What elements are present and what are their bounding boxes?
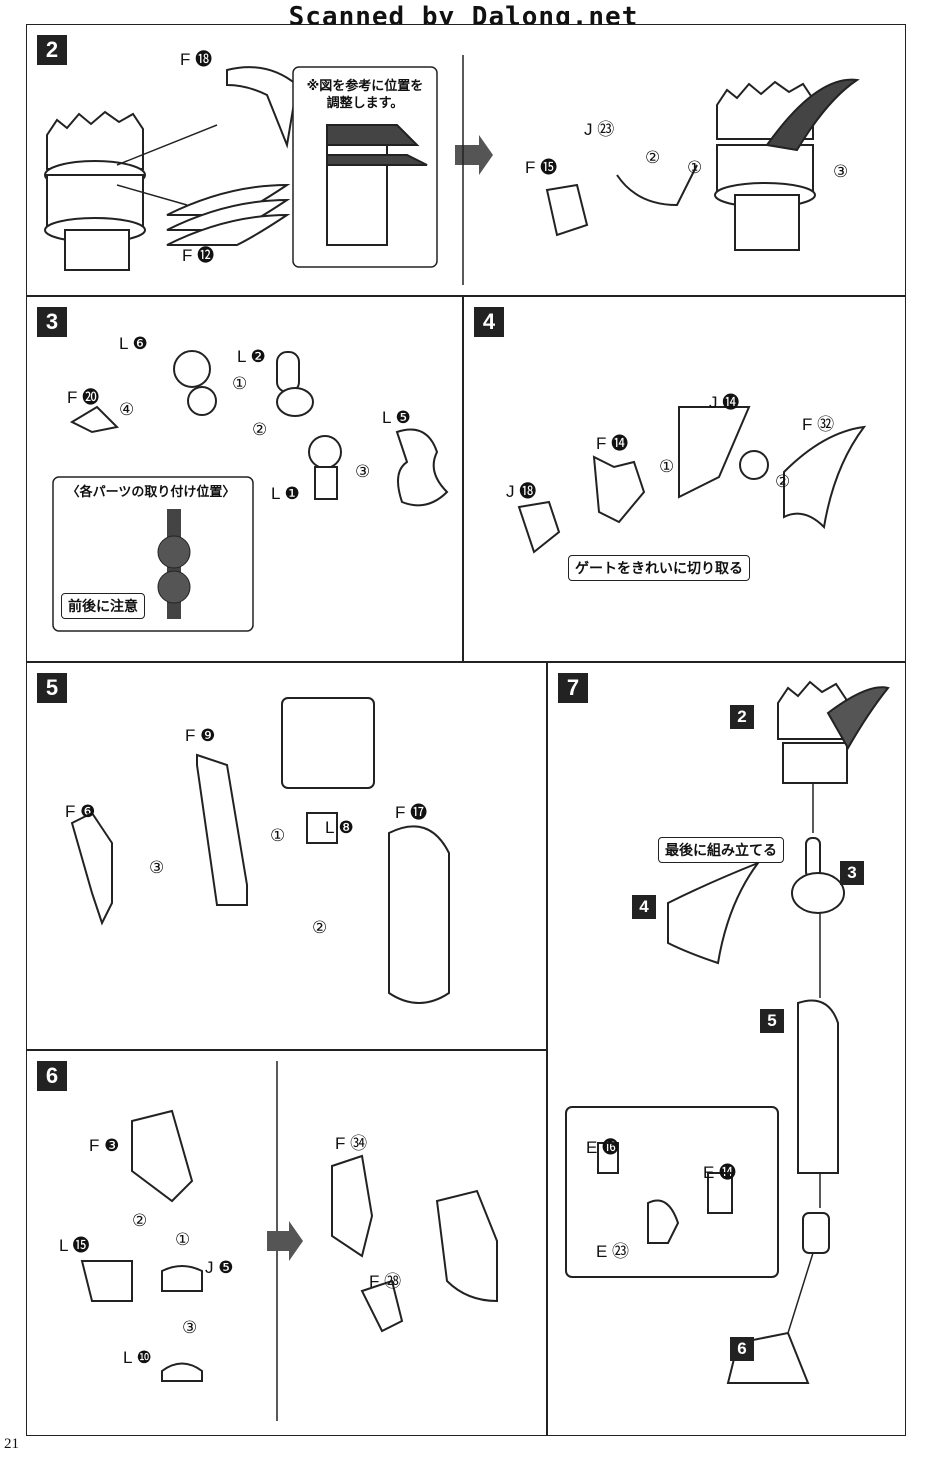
- svg-text:③: ③: [355, 462, 370, 481]
- svg-text:J ⓲: J ⓲: [506, 482, 536, 501]
- step-7-panel: 7 E ⓰ E ⓮ E ㉓ 最後に組み立てる 2 3 4 5 6: [547, 662, 906, 1436]
- ref-step-4: 4: [632, 895, 656, 919]
- svg-text:J ⓮: J ⓮: [709, 393, 739, 412]
- step-4-illustration: J ⓮ F ㉜ F ⓮ J ⓲ ① ②: [506, 393, 867, 554]
- part-label: F ⓯: [525, 158, 557, 177]
- svg-text:F ㉞: F ㉞: [335, 1134, 367, 1153]
- svg-text:③: ③: [182, 1318, 197, 1337]
- svg-text:①: ①: [659, 457, 674, 476]
- svg-text:②: ②: [132, 1211, 147, 1230]
- step-7-illustration: E ⓰ E ⓮ E ㉓: [565, 680, 890, 1384]
- svg-text:L ❽: L ❽: [325, 818, 354, 837]
- svg-text:J ❺: J ❺: [205, 1258, 233, 1277]
- svg-text:②: ②: [312, 918, 327, 937]
- ref-step-5: 5: [760, 1009, 784, 1033]
- svg-text:①: ①: [687, 158, 702, 177]
- svg-text:L ❿: L ❿: [123, 1348, 152, 1367]
- svg-text:L ❺: L ❺: [382, 408, 411, 427]
- svg-text:L ⓯: L ⓯: [59, 1236, 90, 1255]
- step-4-panel: 4 J ⓮ F ㉜ F ⓮ J ⓲ ① ② ゲートをきれいに切り取る: [463, 296, 906, 662]
- part-label: F ⓬: [182, 246, 214, 265]
- svg-text:L ❻: L ❻: [119, 334, 148, 353]
- svg-text:L ❷: L ❷: [237, 347, 266, 366]
- svg-text:③: ③: [833, 162, 848, 181]
- svg-text:①: ①: [175, 1230, 190, 1249]
- step-6-panel: 6 F ❸ L ⓯ J ❺ L ❿ F ㉞ F ㉘ ② ① ③: [26, 1050, 547, 1436]
- svg-text:③: ③: [149, 858, 164, 877]
- ref-step-3: 3: [840, 861, 864, 885]
- part-label: J ㉓: [584, 120, 614, 139]
- callout-title: 〈各パーツの取り付け位置〉: [66, 484, 236, 499]
- step-number: 3: [37, 307, 67, 337]
- assemble-last-tag: 最後に組み立てる: [658, 837, 784, 863]
- svg-text:④: ④: [119, 400, 134, 419]
- svg-text:E ⓮: E ⓮: [703, 1163, 736, 1182]
- ref-step-6: 6: [730, 1337, 754, 1361]
- callout-tag: 前後に注意: [61, 593, 145, 619]
- svg-text:②: ②: [775, 472, 790, 491]
- svg-text:F ⓴: F ⓴: [67, 388, 99, 407]
- svg-text:E ㉓: E ㉓: [596, 1242, 629, 1261]
- part-label: F ⓲: [180, 50, 212, 69]
- step-2-panel: 2 F ⓲ F ⓬: [26, 24, 906, 296]
- step-5-illustration: F ❾ F ❻ L ❽ F ⓱ ① ③ ②: [65, 697, 450, 1004]
- svg-text:F ⓱: F ⓱: [395, 803, 427, 822]
- svg-text:E ⓰: E ⓰: [586, 1138, 619, 1157]
- svg-text:F ⓮: F ⓮: [596, 434, 628, 453]
- step-6-illustration: F ❸ L ⓯ J ❺ L ❿ F ㉞ F ㉘ ② ① ③: [59, 1061, 498, 1421]
- step-2-illustration: F ⓲ F ⓬ J ㉓ F ⓯ ② ① ③: [44, 50, 860, 285]
- step-number: 2: [37, 35, 67, 65]
- gate-note-tag: ゲートをきれいに切り取る: [568, 555, 750, 581]
- svg-text:②: ②: [252, 420, 267, 439]
- step-2-note: ※図を参考に位置を調整します。: [306, 78, 424, 110]
- svg-text:F ❾: F ❾: [185, 726, 215, 745]
- step-3-panel: 3 L ❻ L ❷ F ⓴ L ❺ L ❶ ① ② ④ ③ 〈各パーツの取り付け…: [26, 296, 463, 662]
- step-number: 5: [37, 673, 67, 703]
- svg-text:F ㉘: F ㉘: [369, 1272, 401, 1291]
- step-3-illustration: L ❻ L ❷ F ⓴ L ❺ L ❶ ① ② ④ ③: [52, 334, 449, 632]
- svg-text:F ❻: F ❻: [65, 802, 95, 821]
- svg-text:F ❸: F ❸: [89, 1136, 119, 1155]
- step-number: 6: [37, 1061, 67, 1091]
- svg-text:①: ①: [270, 826, 285, 845]
- svg-text:①: ①: [232, 374, 247, 393]
- page-number: 21: [4, 1436, 19, 1452]
- svg-text:L ❶: L ❶: [271, 484, 300, 503]
- step-5-panel: 5 F ❾ F ❻ L ❽ F ⓱ ① ③ ②: [26, 662, 547, 1050]
- ref-step-2: 2: [730, 705, 754, 729]
- step-number: 4: [474, 307, 504, 337]
- svg-text:F ㉜: F ㉜: [802, 415, 834, 434]
- step-number: 7: [558, 673, 588, 703]
- svg-text:②: ②: [645, 148, 660, 167]
